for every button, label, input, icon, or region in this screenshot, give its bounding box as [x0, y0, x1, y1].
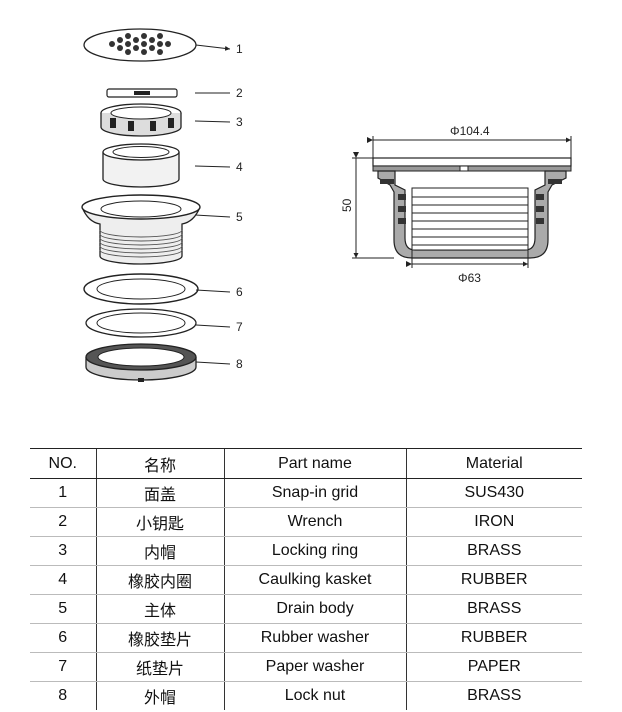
- cell-chinese-name: 小钥匙: [95, 507, 224, 537]
- cell-material: BRASS: [405, 594, 582, 624]
- callout-numbers: 1 2 3 4 5 6 7 8: [236, 42, 243, 371]
- table-row: 3 内帽 Locking ring BRASS: [30, 536, 582, 566]
- dimension-height: 50: [340, 198, 354, 212]
- table-row: 2 小钥匙 Wrench IRON: [30, 507, 582, 537]
- cell-no: 8: [58, 687, 68, 704]
- exploded-view-drawing: 1 2 3 4 5 6 7 8: [81, 28, 572, 382]
- part-paper-washer: [85, 308, 197, 338]
- table-row: 5 主体 Drain body BRASS: [30, 594, 582, 624]
- cell-material: BRASS: [405, 681, 582, 710]
- cell-no: 5: [30, 594, 96, 624]
- header-material: Material: [405, 448, 582, 479]
- callout-leaders: [194, 44, 231, 365]
- callout-1: 1: [236, 42, 243, 56]
- part-drain-body: [81, 194, 201, 265]
- cell-material: IRON: [405, 507, 582, 537]
- part-locking-ring: [100, 103, 182, 137]
- cell-no: 1: [30, 478, 96, 508]
- callout-6: 6: [236, 285, 243, 299]
- callout-4: 4: [236, 160, 243, 174]
- callout-2: 2: [236, 86, 243, 100]
- header-part-name: Part name: [223, 448, 406, 479]
- cross-section-drawing: [372, 157, 572, 259]
- callout-3: 3: [236, 115, 243, 129]
- cell-no: 6: [30, 623, 96, 653]
- cell-part-name: Snap-in grid: [223, 478, 406, 508]
- cell-part-name: Rubber washer: [223, 623, 406, 653]
- cell-chinese-name: 橡胶垫片: [95, 623, 224, 653]
- cell-chinese-name: 外帽: [95, 681, 224, 710]
- cell-part-name: Wrench: [223, 507, 406, 537]
- cell-chinese-name: 内帽: [95, 536, 224, 566]
- header-chinese-name: 名称: [95, 448, 224, 479]
- table-row: 4 橡胶内圈 Caulking kasket RUBBER: [30, 565, 582, 595]
- dimension-top-diameter: Φ104.4: [450, 124, 490, 138]
- cell-chinese-name: 纸垫片: [95, 652, 224, 682]
- cell-material: PAPER: [405, 652, 582, 682]
- cell-chinese-name: 主体: [95, 594, 224, 624]
- header-no: NO.: [30, 448, 96, 479]
- cell-no: 2: [30, 507, 96, 537]
- callout-5: 5: [236, 210, 243, 224]
- cell-part-name: Lock nut: [223, 681, 406, 710]
- cell-part-name: Paper washer: [223, 652, 406, 682]
- cell-no: 7: [30, 652, 96, 682]
- cell-chinese-name: 橡胶内圈: [95, 565, 224, 595]
- cell-material: BRASS: [405, 536, 582, 566]
- part-lock-nut: [85, 343, 197, 382]
- cell-chinese-name: 面盖: [95, 478, 224, 508]
- part-snap-in-grid: [83, 28, 197, 62]
- cell-part-name: Caulking kasket: [223, 565, 406, 595]
- part-wrench: [106, 88, 178, 98]
- table-header-row: NO. 名称 Part name Material: [30, 448, 582, 479]
- cell-part-name: Locking ring: [223, 536, 406, 566]
- part-rubber-washer: [83, 273, 199, 305]
- part-caulking-gasket: [102, 143, 180, 188]
- parts-spec-table: NO. 名称 Part name Material 1 面盖 Snap-in g…: [30, 448, 582, 710]
- dimension-bottom-diameter: Φ63: [458, 271, 481, 285]
- cell-material: RUBBER: [405, 623, 582, 653]
- cell-part-name: Drain body: [223, 594, 406, 624]
- dimension-lines: [352, 136, 572, 268]
- callout-8: 8: [236, 357, 243, 371]
- table-row: 1 面盖 Snap-in grid SUS430: [30, 478, 582, 508]
- callout-7: 7: [236, 320, 243, 334]
- table-row: 7 纸垫片 Paper washer PAPER: [30, 652, 582, 682]
- cell-material: SUS430: [405, 478, 582, 508]
- table-row: 8 外帽 Lock nut BRASS: [30, 681, 582, 710]
- cell-material: RUBBER: [405, 565, 582, 595]
- cell-no: 3: [30, 536, 96, 566]
- cell-no: 4: [30, 565, 96, 595]
- table-row: 6 橡胶垫片 Rubber washer RUBBER: [30, 623, 582, 653]
